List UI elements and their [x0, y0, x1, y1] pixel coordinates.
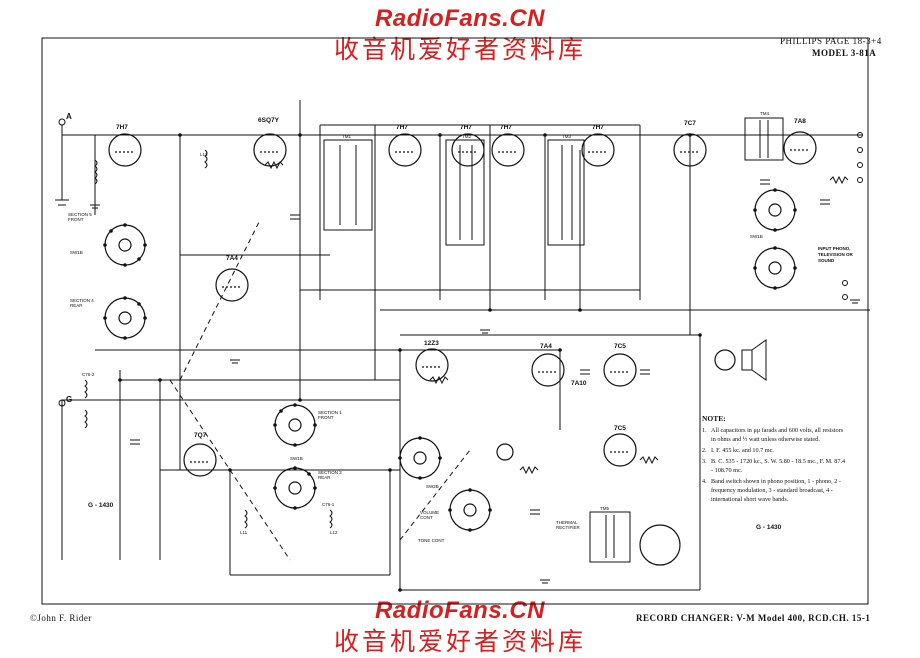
tube-v10: [415, 348, 449, 382]
tube-v2: [253, 133, 287, 167]
record-changer-note: RECORD CHANGER: V-M Model 400, RCD.CH. 1…: [636, 613, 871, 623]
note-text: B. C. 535 - 1720 kc., S. W. 5.80 - 18.5 …: [711, 458, 846, 474]
section-label: SW1B: [290, 456, 303, 461]
notes-block: NOTE: 1. All capacitors in μμ farads and…: [702, 414, 848, 506]
ground-terminal-label: G: [66, 395, 73, 404]
tube-v1: [108, 133, 142, 167]
note-text: Band switch shown in phono position, 1 -…: [711, 478, 841, 503]
bandswitch-section-9: [754, 247, 796, 289]
section-label: SECTION 2 REAR: [318, 470, 342, 480]
tube-v11: [531, 353, 565, 387]
tube-v14: [183, 443, 217, 477]
component-label: L13: [200, 152, 208, 157]
component-label: L12: [330, 530, 338, 535]
tube-label-v12: 7C5: [614, 343, 626, 350]
transformer-label: TM1: [342, 134, 351, 139]
section-label: SW1B: [70, 250, 83, 255]
tube-v12: [603, 353, 637, 387]
tube-label-v8: 7A8: [794, 118, 806, 125]
section-label: SW2B: [426, 484, 439, 489]
tube-v4: [451, 133, 485, 167]
tube-label-v2: 6SQ7Y: [258, 117, 279, 124]
transformer-label: TM4: [760, 111, 769, 116]
bandswitch-section-7: [449, 489, 491, 531]
tube-label-v5: 7H7: [500, 124, 512, 131]
note-text: I. F. 455 kc. and 10.7 mc.: [711, 447, 774, 454]
note-item: 1. All capacitors in μμ farads and 600 v…: [702, 426, 848, 444]
transformer-label: TM2: [462, 134, 471, 139]
note-number: 4.: [702, 478, 707, 485]
component-label: C76-2: [82, 372, 95, 377]
note-item: 3. B. C. 535 - 1720 kc., S. W. 5.80 - 18…: [702, 457, 848, 475]
tube-label-v15: 7A10: [571, 380, 587, 387]
bandswitch-section-6: [399, 437, 441, 479]
phono-tube: [714, 349, 736, 371]
notes-title: NOTE:: [702, 414, 726, 423]
tube-label-v1: 7H7: [116, 124, 128, 131]
note-item: 4. Band switch shown in phono position, …: [702, 477, 848, 504]
rectifier-tube: [639, 524, 681, 566]
tube-v15: [496, 443, 514, 461]
component-label: C76-1: [322, 502, 335, 507]
schematic-frame: [41, 37, 869, 605]
drawing-code-right: G - 1430: [756, 524, 782, 531]
note-item: 2. I. F. 455 kc. and 10.7 mc.: [702, 446, 848, 455]
copyright: ©John F. Rider: [30, 613, 92, 623]
section-label: SECTION 5 FRONT: [68, 212, 92, 222]
tube-v5: [491, 133, 525, 167]
section-label: SECTION 1 FRONT: [318, 410, 342, 420]
tube-label-v14: 7Q7: [194, 432, 207, 439]
tube-label-v3: 7H7: [396, 124, 408, 131]
note-number: 2.: [702, 447, 707, 454]
transformer-label: TM3: [562, 134, 571, 139]
section-label: SECTION 4 REAR: [70, 298, 94, 308]
control-label: TONE CONT: [418, 538, 445, 543]
section-label: SW1B: [750, 234, 763, 239]
watermark-top-chinese: 收音机爱好者资料库: [333, 35, 586, 64]
tube-v3: [388, 133, 422, 167]
transformer-label: TM5: [600, 506, 609, 511]
watermark-top-latin: RadioFans.CN: [374, 5, 545, 32]
tube-label-v4: 7H7: [460, 124, 472, 131]
tube-label-v6: 7H7: [592, 124, 604, 131]
tube-label-v13: 7C5: [614, 425, 626, 432]
control-label: VOLUME CONT: [420, 510, 440, 520]
input-label: INPUT PHONO, TELEVISION OR SOUND: [818, 246, 853, 263]
note-number: 1.: [702, 427, 707, 434]
antenna-terminal-label: A: [66, 112, 72, 121]
drawing-code-left: G - 1430: [88, 502, 114, 509]
tube-label-v11: 7A4: [540, 343, 552, 350]
tube-v8: [783, 131, 817, 165]
tube-v13: [603, 433, 637, 467]
watermark-bottom-latin: RadioFans.CN: [374, 597, 545, 624]
tube-v9: [215, 268, 249, 302]
tube-label-v10: 12Z3: [424, 340, 439, 347]
tube-label-v7: 7C7: [684, 120, 696, 127]
page-reference: PHILLIPS PAGE 18-3+4: [780, 36, 882, 46]
bandswitch-section-8: [754, 189, 796, 231]
tube-v6: [581, 133, 615, 167]
note-text: All capacitors in μμ farads and 600 volt…: [711, 427, 844, 443]
tube-label-v9: 7A4: [226, 255, 238, 262]
model-label: MODEL 3-81A: [812, 48, 877, 58]
component-label: L11: [240, 530, 248, 535]
component-label: THERMAL RECTIFIER: [556, 520, 580, 530]
note-number: 3.: [702, 458, 707, 465]
